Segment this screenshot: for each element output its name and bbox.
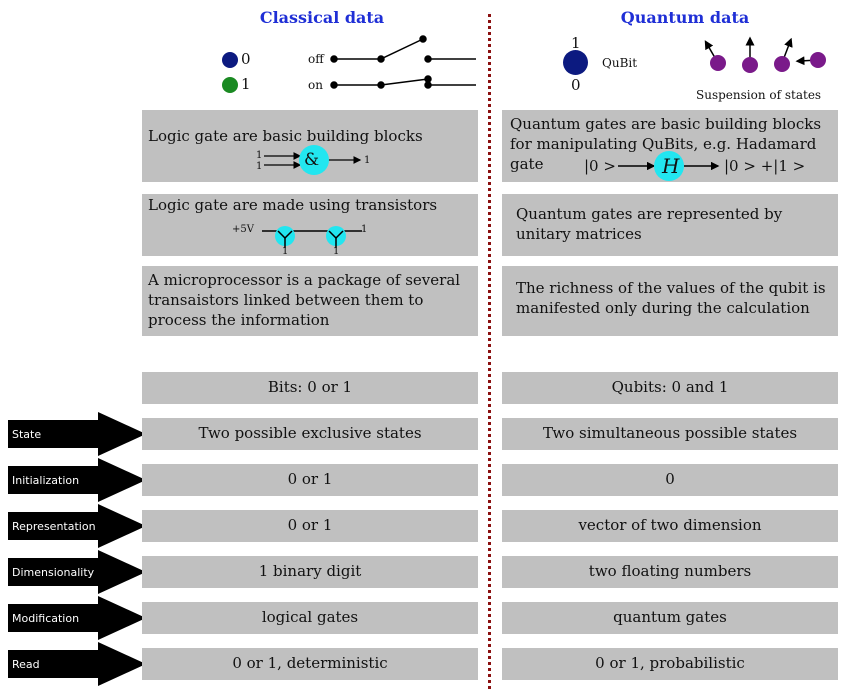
switch-off-label: off — [308, 52, 324, 66]
row-classical-cell: 0 or 1 — [142, 510, 478, 542]
logic-gate-text: Logic gate are basic building blocks — [148, 127, 423, 145]
row-quantum-text: vector of two dimension — [578, 516, 762, 534]
row-quantum-cell: 0 or 1, probabilistic — [502, 648, 838, 680]
row-classical-text: 0 or 1 — [287, 470, 333, 488]
transistor-box: Logic gate are made using transistors +5… — [142, 194, 478, 257]
richness-text: The richness of the values of the qubit … — [516, 279, 826, 317]
qubit-one-label: 1 — [571, 34, 581, 52]
gate-output: 1 — [364, 155, 371, 166]
hadamard-gate-diagram — [618, 151, 720, 181]
row-arrow — [8, 642, 146, 686]
unitary-text: Quantum gates are represented by unitary… — [516, 205, 783, 243]
row-classical-text: 0 or 1 — [287, 516, 333, 534]
richness-box: The richness of the values of the qubit … — [502, 266, 838, 336]
row-quantum-cell: Two simultaneous possible states — [502, 418, 838, 450]
row-classical-text: logical gates — [261, 608, 359, 626]
row-quantum-text: Two simultaneous possible states — [542, 424, 798, 442]
qubit-zero-label: 0 — [571, 76, 581, 94]
row-label: Read — [12, 658, 40, 671]
bits-header-text: Bits: 0 or 1 — [267, 378, 353, 396]
gate-input-1: 1 — [256, 150, 263, 161]
row-label: Representation — [12, 520, 96, 533]
row-quantum-cell: two floating numbers — [502, 556, 838, 588]
row-label: Modification — [12, 612, 80, 625]
row-classical-text: 1 binary digit — [258, 562, 362, 580]
and-gate-diagram — [264, 145, 362, 175]
qubits-header: Qubits: 0 and 1 — [502, 372, 838, 404]
row-label: Initialization — [12, 474, 80, 487]
row-arrow — [8, 412, 146, 456]
transistor-text: Logic gate are made using transistors — [148, 196, 438, 214]
row-arrow — [8, 504, 146, 548]
hadamard-output: |0 > +|1 > — [724, 157, 806, 175]
quantum-gate-box: Quantum gates are basic building blocks … — [502, 110, 838, 182]
row-classical-cell: Two possible exclusive states — [142, 418, 478, 450]
logic-gate-box: Logic gate are basic building blocks 1 1… — [142, 110, 478, 182]
bits-header: Bits: 0 or 1 — [142, 372, 478, 404]
switch-diagram — [330, 35, 476, 89]
row-quantum-text: 0 — [665, 470, 675, 488]
row-classical-cell: 0 or 1 — [142, 464, 478, 496]
transistor-diagram — [262, 226, 362, 248]
hadamard-symbol: H — [662, 154, 680, 178]
row-label: State — [12, 428, 42, 441]
microprocessor-box: A microprocessor is a package of several… — [142, 266, 478, 336]
column-divider — [488, 14, 491, 689]
row-classical-cell: 0 or 1, deterministic — [142, 648, 478, 680]
row-arrow — [8, 550, 146, 594]
bit-one-label: 1 — [241, 75, 251, 93]
switch-on-label: on — [308, 78, 323, 92]
row-quantum-cell: vector of two dimension — [502, 510, 838, 542]
unitary-box: Quantum gates are represented by unitary… — [502, 194, 838, 256]
row-quantum-cell: quantum gates — [502, 602, 838, 634]
row-classical-text: Two possible exclusive states — [198, 424, 422, 442]
hadamard-input: |0 > — [584, 157, 616, 175]
row-quantum-text: quantum gates — [613, 608, 727, 626]
row-classical-cell: 1 binary digit — [142, 556, 478, 588]
transistor-output: 1 — [361, 224, 368, 235]
qubit-label: QuBit — [602, 56, 638, 70]
transistor-input-2: 1 — [333, 246, 340, 257]
row-quantum-text: two floating numbers — [588, 562, 752, 580]
qubit-spins-icon — [704, 36, 826, 73]
suspension-label: Suspension of states — [696, 88, 822, 102]
and-gate-symbol: & — [304, 150, 320, 170]
row-quantum-text: 0 or 1, probabilistic — [595, 654, 745, 672]
gate-input-2: 1 — [256, 161, 263, 172]
classical-title: Classical data — [259, 8, 385, 27]
bit-zero-dot — [222, 52, 238, 68]
row-classical-text: 0 or 1, deterministic — [232, 654, 388, 672]
row-classical-cell: logical gates — [142, 602, 478, 634]
quantum-gate-text: Quantum gates are basic building blocks … — [510, 115, 822, 173]
qubits-header-text: Qubits: 0 and 1 — [611, 378, 729, 396]
row-label: Dimensionality — [12, 566, 95, 579]
voltage-label: +5V — [232, 224, 254, 235]
qubit-sphere — [563, 50, 588, 75]
row-arrow — [8, 458, 146, 502]
quantum-title: Quantum data — [620, 8, 750, 27]
bit-zero-label: 0 — [241, 50, 251, 68]
row-quantum-cell: 0 — [502, 464, 838, 496]
bit-one-dot — [222, 77, 238, 93]
transistor-input-1: 1 — [282, 246, 289, 257]
row-arrow — [8, 596, 146, 640]
microprocessor-text: A microprocessor is a package of several… — [148, 271, 461, 329]
